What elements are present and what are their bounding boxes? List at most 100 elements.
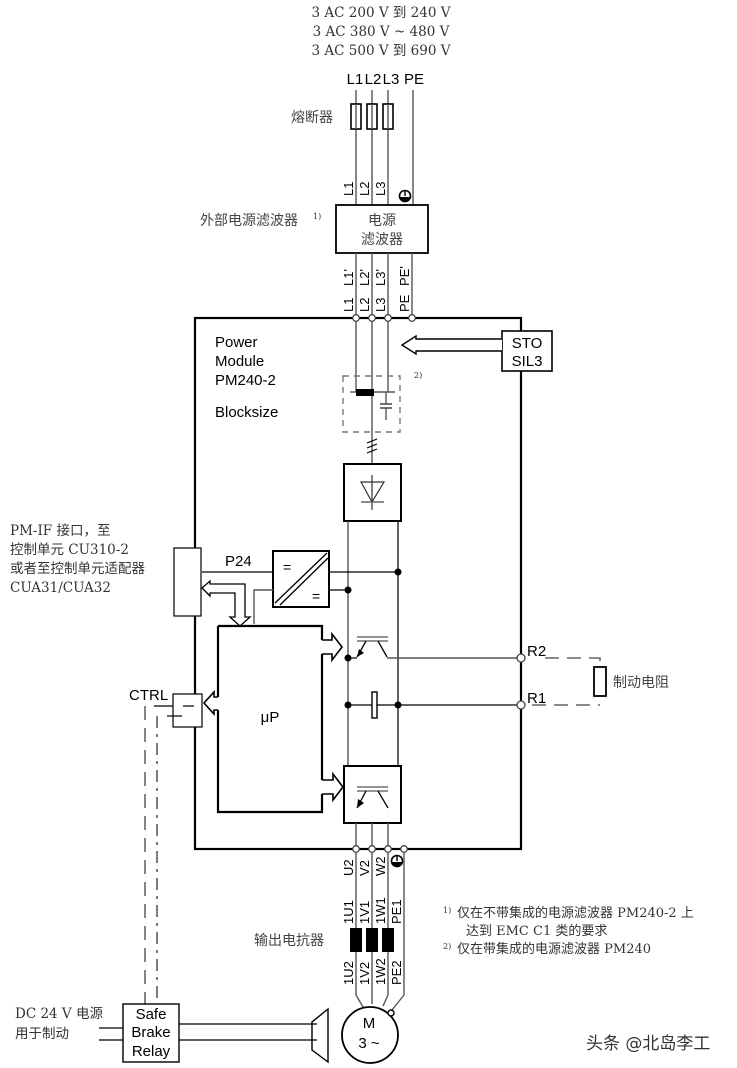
ctrl-connector — [172, 693, 203, 728]
fuse-label: 熔断器 — [291, 110, 333, 126]
terminal-l1 — [352, 314, 360, 322]
terminal-v2 — [368, 845, 376, 853]
ground-symbol-icon — [398, 189, 412, 203]
supply-line-1: 3 AC 200 V 到 240 V — [312, 5, 451, 21]
phase-label-l2: L2 — [365, 71, 382, 88]
safe-brake-relay-box — [122, 1003, 180, 1063]
mains-filter-line2: 滤波器 — [361, 232, 403, 248]
motor-icon — [341, 1006, 399, 1064]
output-terminal-labels: U2 V2 W2 — [341, 857, 388, 877]
watermark: 头条 @北岛李工 — [586, 1034, 710, 1054]
motor-ground-terminal — [387, 1009, 395, 1017]
reactor-in-1w1: 1W1 — [373, 897, 388, 924]
footnote1-line2: 达到 EMC C1 类的要求 — [466, 923, 607, 939]
motor-brake-icon — [311, 1007, 329, 1064]
terminal-pe-out — [400, 845, 408, 853]
ctrl-label: CTRL — [129, 687, 168, 704]
filter-in-l2: L2 — [357, 182, 372, 196]
mains-filter-box — [335, 204, 429, 254]
filter-out-pe: PE' — [397, 266, 412, 286]
phase-label-l3: L3 — [383, 71, 400, 88]
integrated-filter-footnote-ref: 2) — [414, 371, 422, 380]
motor-wires — [355, 852, 405, 1011]
filter-output-wires — [355, 253, 413, 318]
filter-out-l3: L3' — [373, 269, 388, 286]
filter-output-labels: L1' L2' L3' PE' — [341, 266, 412, 286]
brake-resistor-label: 制动电阻 — [613, 675, 669, 691]
external-filter-label: 外部电源滤波器 — [200, 213, 298, 229]
three-phase-slash-icon — [366, 438, 378, 454]
motor-line1: M — [363, 1015, 376, 1032]
out-u2: U2 — [341, 859, 356, 876]
converter-output-symbol: = — [312, 588, 320, 604]
dc-bus — [347, 521, 399, 766]
choke-icon — [356, 389, 374, 396]
integrated-filter-box — [342, 375, 401, 433]
pm-if-connector — [173, 547, 202, 617]
reactor-input-labels: 1U1 1V1 1W1 PE1 — [341, 897, 404, 924]
pm-if-line4: CUA31/CUA32 — [10, 580, 111, 596]
brake-supply-line1: DC 24 V 电源 — [15, 1006, 103, 1022]
supply-line-2: 3 AC 380 V ~ 480 V — [313, 24, 450, 40]
filter-in-l3: L3 — [373, 182, 388, 196]
power-module-line4: Blocksize — [215, 404, 278, 421]
output-reactor-label: 输出电抗器 — [254, 933, 324, 949]
reactor-in-1u1: 1U1 — [341, 900, 356, 924]
module-input-labels: L1 L2 L3 PE — [341, 294, 412, 312]
output-ground-symbol-icon — [390, 854, 404, 868]
external-filter-footnote-ref: 1) — [313, 212, 321, 221]
sto-line2: SIL3 — [512, 353, 543, 370]
reactor-w-icon — [382, 928, 394, 952]
mp-to-inverter-arrow-icon — [322, 771, 345, 803]
pm-if-data-arrow-icon — [201, 579, 252, 627]
relay-line3: Relay — [132, 1043, 171, 1060]
phase-labels: L1 L2 L3 PE — [347, 71, 424, 88]
terminal-r2 — [516, 653, 526, 663]
pm-if-label: PM-IF 接口，至 控制单元 CU310-2 或者至控制单元适配器 CUA31… — [10, 522, 145, 596]
footnote1-line1: 仅在不带集成的电源滤波器 PM240-2 上 — [457, 905, 694, 921]
pm-if-line3: 或者至控制单元适配器 — [10, 561, 145, 577]
module-in-l2: L2 — [357, 298, 372, 312]
sto-arrow-icon — [400, 334, 502, 356]
relay-line2: Brake — [131, 1024, 170, 1041]
footnote2-line1: 仅在带集成的电源滤波器 PM240 — [457, 941, 651, 957]
motor-line2: 3 ~ — [358, 1035, 380, 1052]
reactor-out-pe2: PE2 — [389, 960, 404, 985]
footnotes: 1) 仅在不带集成的电源滤波器 PM240-2 上 达到 EMC C1 类的要求… — [443, 905, 694, 957]
capacitor-icon — [380, 392, 392, 420]
brake-resistor-icon — [593, 666, 607, 697]
inverter-igbt-icon — [356, 786, 389, 809]
terminal-l2 — [368, 314, 376, 322]
mains-filter-line1: 电源 — [368, 213, 396, 229]
sto-box — [501, 330, 553, 372]
terminal-pe — [408, 314, 416, 322]
brake-chopper-transistor-icon — [356, 636, 388, 658]
reactor-out-1v2: 1V2 — [357, 962, 372, 985]
pm-if-line1: PM-IF 接口，至 — [10, 522, 110, 539]
power-module-title: Power Module PM240-2 Blocksize — [215, 334, 278, 421]
module-in-l1: L1 — [341, 298, 356, 312]
footnote1-ref: 1) — [443, 906, 451, 915]
terminal-u2 — [352, 845, 360, 853]
output-reactor — [350, 928, 394, 952]
mp-to-brake-arrow-icon — [322, 631, 344, 663]
reactor-in-pe1: PE1 — [389, 899, 404, 924]
inverter-box — [343, 765, 402, 824]
power-module-line1: Power — [215, 334, 258, 351]
fuses — [350, 103, 394, 130]
power-module-line2: Module — [215, 353, 264, 370]
out-v2: V2 — [357, 860, 372, 876]
reactor-v-icon — [366, 928, 378, 952]
microprocessor-label: μP — [261, 709, 280, 726]
reactor-in-1v1: 1V1 — [357, 901, 372, 924]
reactor-output-labels: 1U2 1V2 1W2 PE2 — [341, 958, 404, 985]
footnote2-ref: 2) — [443, 942, 451, 951]
power-module-line3: PM240-2 — [215, 372, 276, 389]
reactor-out-1w2: 1W2 — [373, 958, 388, 985]
rectifier-diode-icon — [359, 475, 386, 510]
supply-line-3: 3 AC 500 V 到 690 V — [312, 43, 451, 59]
mp-to-ctrl-arrow-icon — [202, 689, 218, 717]
relay-line1: Safe — [136, 1006, 167, 1023]
terminal-r1 — [516, 700, 526, 710]
